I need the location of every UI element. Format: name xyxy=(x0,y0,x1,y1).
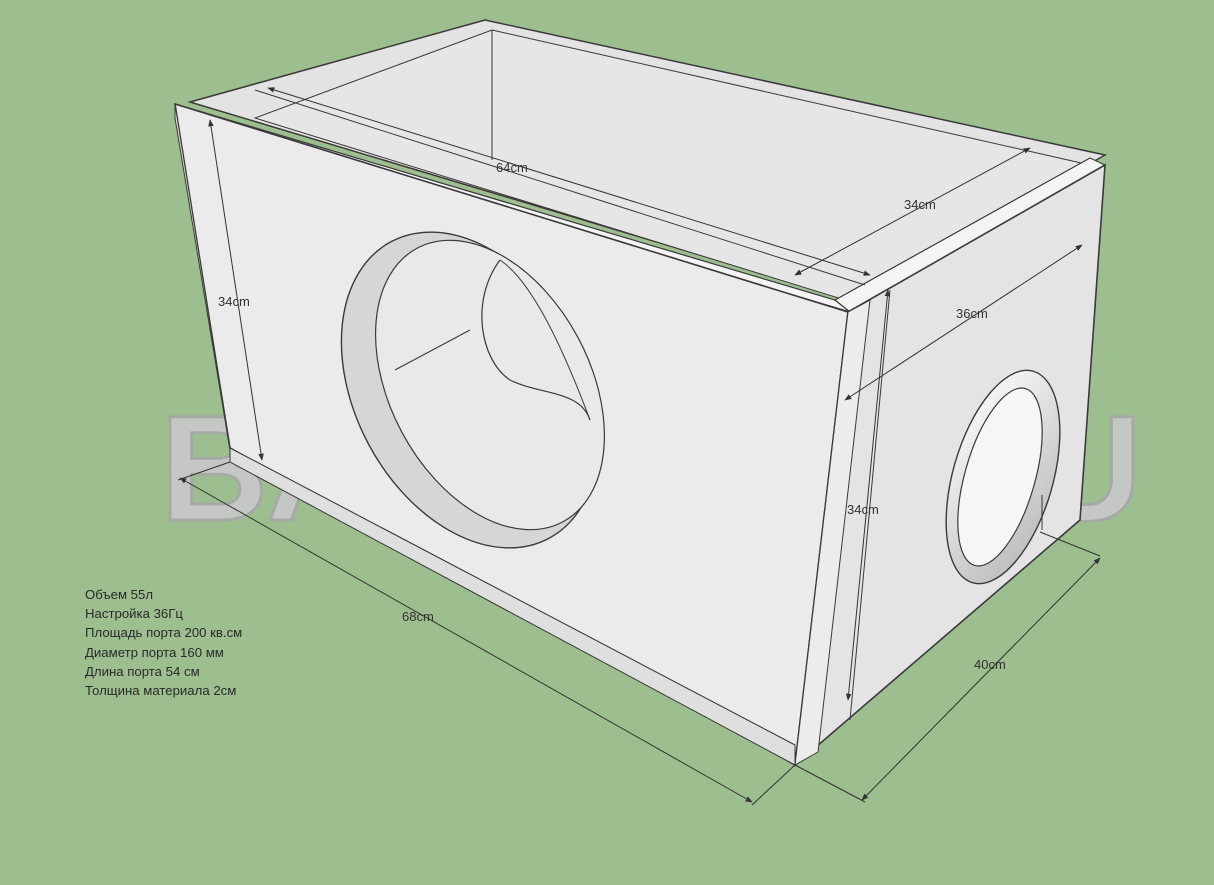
spec-list: Объем 55л Настройка 36Гц Площадь порта 2… xyxy=(85,585,242,700)
label-right-width: 36cm xyxy=(956,306,988,321)
label-outer-depth: 40cm xyxy=(974,657,1006,672)
spec-tuning: Настройка 36Гц xyxy=(85,606,183,622)
spec-volume: Объем 55л xyxy=(85,587,154,602)
label-inner-length: 64cm xyxy=(496,160,528,175)
spec-port-area: Площадь порта 200 кв.см xyxy=(85,625,243,641)
spec-material-thickness: Толщина материала 2см xyxy=(85,683,237,699)
label-outer-length: 68cm xyxy=(402,609,434,624)
spec-port-diameter: Диаметр порта 160 мм xyxy=(85,644,224,660)
label-right-height: 34cm xyxy=(847,502,879,517)
spec-port-length: Длина порта 54 см xyxy=(85,663,200,679)
label-left-height: 34cm xyxy=(218,294,250,309)
label-inner-depth: 34cm xyxy=(904,197,936,212)
